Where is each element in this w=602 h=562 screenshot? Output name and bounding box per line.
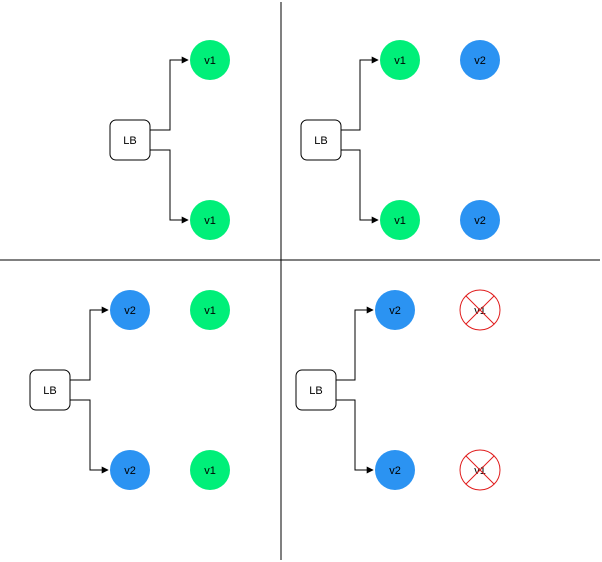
load-balancer-box [300,119,342,161]
panel-bottom-left: LB v2 v1 v2 v1 [29,290,230,490]
load-balancer-label: LB [43,385,56,397]
node-v2 [375,290,415,330]
route-arrow-down [341,149,379,224]
load-balancer-box [295,369,337,411]
node-label: v1 [394,55,406,67]
node-v1-removed: v1 [459,289,501,331]
node-label: v2 [124,465,136,477]
panel-bottom-right: LB v2 v2 v1 v1 [295,289,501,491]
node-v1 [190,40,230,80]
route-arrow-down [70,399,109,474]
node-v1-removed: v1 [459,449,501,491]
route-arrow-up [336,306,374,381]
node-label: v1 [474,305,486,317]
node-label: v1 [204,215,216,227]
node-label: v2 [389,305,401,317]
load-balancer-box [109,119,151,161]
node-v2 [375,450,415,490]
node-v2 [460,40,500,80]
node-v1 [380,40,420,80]
removed-node-outline [459,449,501,491]
node-label: v2 [124,305,136,317]
node-v1 [380,200,420,240]
removed-node-outline [459,289,501,331]
node-label: v1 [204,305,216,317]
node-v2 [110,450,150,490]
node-label: v1 [204,55,216,67]
node-v1 [190,290,230,330]
node-v2 [110,290,150,330]
node-label: v2 [474,215,486,227]
node-label: v2 [389,465,401,477]
load-balancer-label: LB [309,385,322,397]
cross-mark-icon [465,295,495,325]
node-label: v1 [394,215,406,227]
load-balancer-label: LB [314,135,327,147]
panel-top-right: LB v1 v2 v1 v2 [300,40,500,240]
route-arrow-down [336,399,374,474]
node-label: v1 [474,465,486,477]
route-arrow-up [150,56,189,131]
node-v1 [190,200,230,240]
cross-mark-icon [465,455,495,485]
node-v1 [190,450,230,490]
route-arrow-down [150,149,189,224]
route-arrow-up [341,56,379,131]
load-balancer-label: LB [123,135,136,147]
panel-top-left: LB v1 v1 [109,40,230,240]
route-arrow-up [70,306,109,381]
node-label: v1 [204,465,216,477]
node-label: v2 [474,55,486,67]
load-balancer-box [29,369,71,411]
node-v2 [460,200,500,240]
